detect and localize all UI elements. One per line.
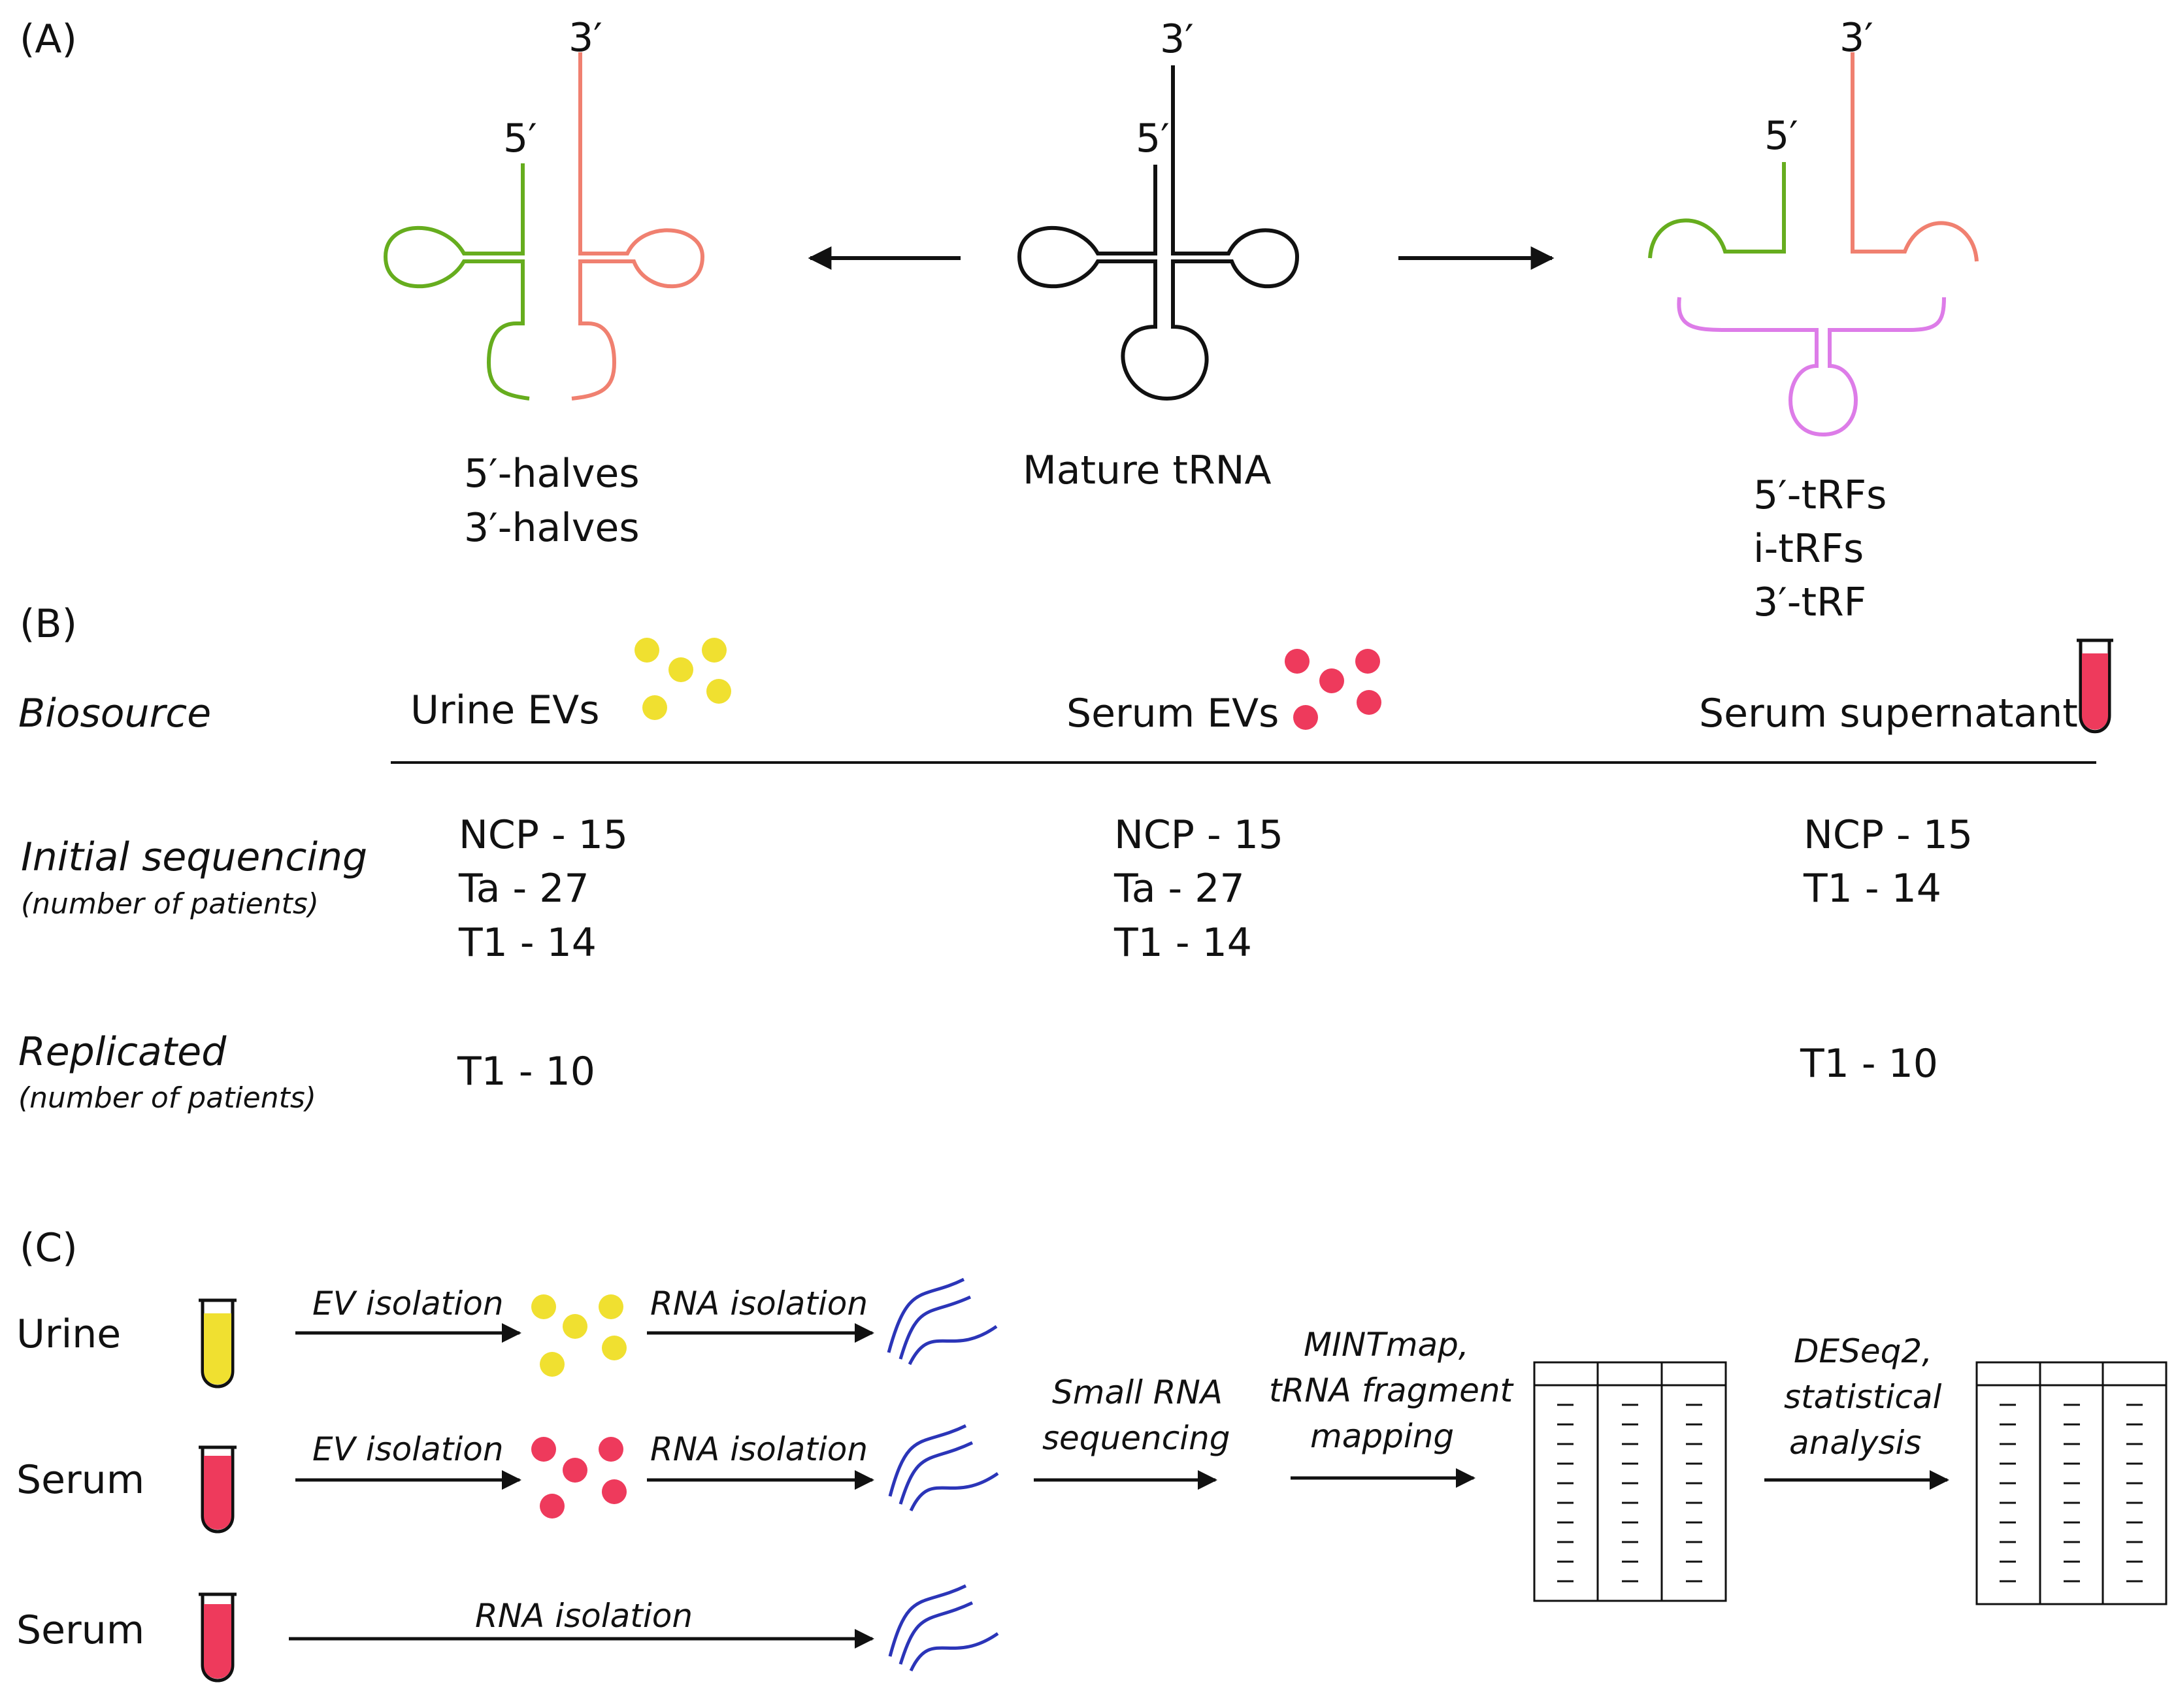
cell-urine-replicated: T1 - 10: [457, 1049, 595, 1094]
rna-strands-icon-3: [888, 1584, 999, 1672]
panel-c: (C) Urine Serum Serum EV isolation RNA i…: [16, 1225, 2168, 1683]
step-small-rna-line2: sequencing: [1042, 1419, 1230, 1457]
urine-evs-initial-values: NCP - 15 Ta - 27 T1 - 14: [458, 812, 628, 966]
column-header-serum-supernatant: Serum supernatant: [1699, 691, 2078, 736]
label-5prime-halves: 5′-halves: [464, 451, 640, 497]
cell-urine-initial-2: Ta - 27: [458, 866, 589, 911]
serum-tube-icon-ev: [199, 1445, 237, 1534]
cell-supernatant-initial-1: NCP - 15: [1804, 812, 1973, 858]
mature-3prime-end-label: 3′: [1160, 16, 1194, 62]
panel-c-label: (C): [20, 1225, 78, 1271]
mature-trna-diagram: 5′ 3′: [1017, 16, 1300, 401]
cell-serum-ev-initial-3: T1 - 14: [1113, 920, 1252, 966]
step-small-rna-line1: Small RNA: [1052, 1373, 1223, 1411]
rna-strands-icon-2: [888, 1424, 999, 1512]
step-rna-isolation-urine: RNA isolation: [650, 1285, 868, 1322]
step-ev-isolation-urine: EV isolation: [312, 1285, 504, 1322]
panel-a-label: (A): [20, 16, 77, 62]
panel-b: (B) Biosource Initial sequencing (number…: [18, 601, 2113, 1115]
mature-trna-strand: [1017, 165, 1168, 401]
step-mintmap-line1: MINTmap,: [1304, 1326, 1469, 1364]
step-rna-isolation-serum: RNA isolation: [650, 1430, 868, 1468]
three-prime-trf-shape: [1851, 52, 1979, 262]
trf-diagram: 5′ 3′: [1648, 15, 1979, 437]
three-prime-half-shape: [571, 52, 705, 401]
sample-urine: Urine: [16, 1311, 121, 1357]
i-trf-shape: [1677, 297, 1946, 437]
step-mintmap-line3: mapping: [1310, 1417, 1454, 1455]
label-i-trfs: i-tRFs: [1753, 526, 1864, 572]
step-ev-isolation-serum: EV isolation: [312, 1430, 504, 1468]
serum-supernatant-initial-values: NCP - 15 T1 - 14: [1803, 812, 1973, 911]
urine-tube-icon: [199, 1298, 237, 1388]
sample-serum-direct: Serum: [16, 1607, 144, 1653]
label-5prime-trfs: 5′-tRFs: [1753, 472, 1887, 518]
cell-serum-ev-initial-1: NCP - 15: [1114, 812, 1283, 858]
column-header-urine-evs: Urine EVs: [410, 687, 599, 733]
cell-urine-initial-3: T1 - 14: [458, 920, 597, 966]
row-biosource: Biosource: [18, 691, 211, 736]
label-3prime-halves: 3′-halves: [464, 505, 640, 551]
serum-tube-icon-direct: [199, 1592, 237, 1683]
mature-trna-strand-3: [1166, 65, 1300, 401]
cell-supernatant-replicated: T1 - 10: [1800, 1041, 1938, 1087]
panel-a: (A) 5′ 3′ 5′ 3′ 5′ 3′ 5′-halves 3′-halve…: [20, 15, 1979, 625]
step-deseq-line2: statistical: [1784, 1378, 1941, 1416]
halves-5prime-end-label: 5′: [503, 116, 537, 161]
five-prime-half-shape: [383, 163, 530, 401]
serum-evs-initial-values: NCP - 15 Ta - 27 T1 - 14: [1113, 812, 1283, 966]
panel-b-label: (B): [20, 601, 77, 647]
urine-ev-dots-icon-c: [531, 1294, 627, 1377]
row-initial-sequencing: Initial sequencing: [21, 834, 367, 880]
step-rna-isolation-direct: RNA isolation: [475, 1597, 693, 1635]
row-initial-sub: (number of patients): [21, 887, 319, 921]
rna-strands-icon-1: [887, 1277, 998, 1366]
count-table-icon-2: [1975, 1361, 2168, 1605]
halves-3prime-end-label: 3′: [569, 15, 602, 61]
step-deseq-line3: analysis: [1789, 1424, 1921, 1462]
serum-tube-icon: [2077, 638, 2113, 734]
row-replicated: Replicated: [18, 1029, 227, 1075]
column-header-serum-evs: Serum EVs: [1066, 691, 1279, 736]
trf-5prime-end-label: 5′: [1764, 113, 1798, 159]
serum-ev-dots-icon-c: [531, 1437, 627, 1519]
sample-serum-ev: Serum: [16, 1457, 144, 1503]
serum-ev-dots-icon: [1285, 649, 1381, 730]
mature-5prime-end-label: 5′: [1136, 116, 1170, 161]
cell-supernatant-initial-2: T1 - 14: [1803, 866, 1941, 911]
five-prime-trf-shape: [1648, 162, 1786, 259]
cell-serum-ev-initial-2: Ta - 27: [1113, 866, 1245, 911]
step-mintmap-line2: tRNA fragment: [1269, 1371, 1515, 1409]
trna-halves-diagram: 5′ 3′: [383, 15, 705, 401]
row-replicated-sub: (number of patients): [18, 1081, 316, 1115]
label-3prime-trf: 3′-tRF: [1753, 580, 1866, 625]
urine-ev-dots-icon: [635, 638, 731, 720]
label-mature-trna: Mature tRNA: [1023, 448, 1272, 493]
count-table-icon-1: [1533, 1361, 1727, 1602]
cell-urine-initial-1: NCP - 15: [459, 812, 628, 858]
step-deseq-line1: DESeq2,: [1794, 1332, 1932, 1370]
trf-3prime-end-label: 3′: [1839, 15, 1873, 61]
